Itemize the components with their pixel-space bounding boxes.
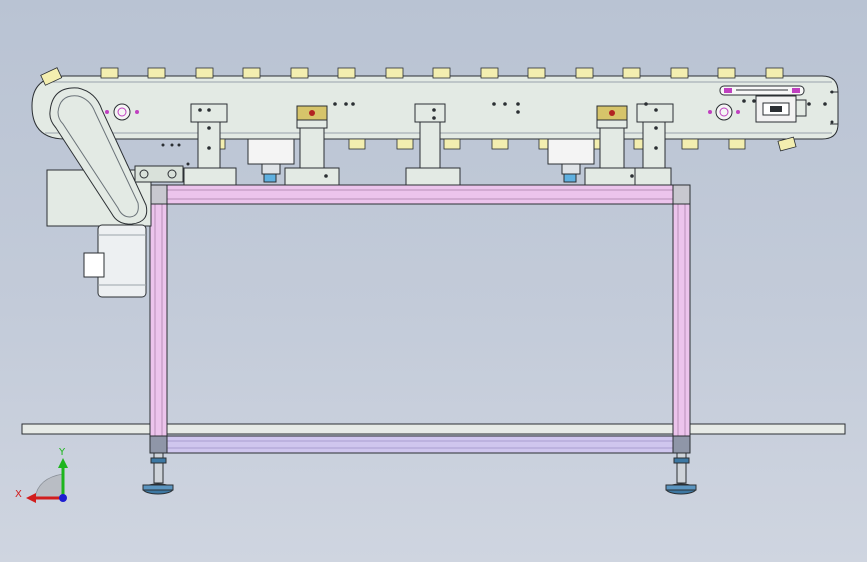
pillar-1 (183, 103, 237, 186)
y-axis-label: Y (58, 447, 66, 458)
support-frame (149, 184, 691, 454)
floor-plate (21, 423, 846, 435)
support-pillars (183, 102, 674, 186)
tensioner-assembly (719, 85, 834, 124)
frame-right-leg (672, 184, 691, 438)
pillar-4 (584, 117, 640, 186)
frame-bottom-beam (149, 435, 691, 454)
leveling-foot-left (142, 452, 174, 495)
frame-top-beam (149, 184, 691, 205)
bearing-block-left (296, 105, 328, 121)
frame-corner-bottom-left (149, 435, 168, 454)
mounting-holes (161, 143, 190, 166)
top-flights (40, 67, 784, 86)
left-sprocket (105, 103, 139, 121)
frame-corner-bottom-right (672, 435, 691, 454)
x-axis-label: X (15, 489, 22, 500)
frame-left-leg (149, 184, 168, 438)
frame-corner-top-right (672, 184, 691, 205)
pillar-2 (284, 102, 355, 186)
leveling-foot-right (665, 452, 697, 495)
sensor-bracket-right (547, 138, 595, 183)
pillar-3 (405, 102, 520, 186)
bearing-block-right (596, 105, 628, 121)
coordinate-triad-icon: Y X (15, 447, 68, 503)
tail-sprocket (708, 103, 740, 121)
pillar-5 (634, 102, 674, 186)
sensor-bracket-left (247, 138, 295, 183)
frame-corner-top-left (149, 184, 168, 205)
